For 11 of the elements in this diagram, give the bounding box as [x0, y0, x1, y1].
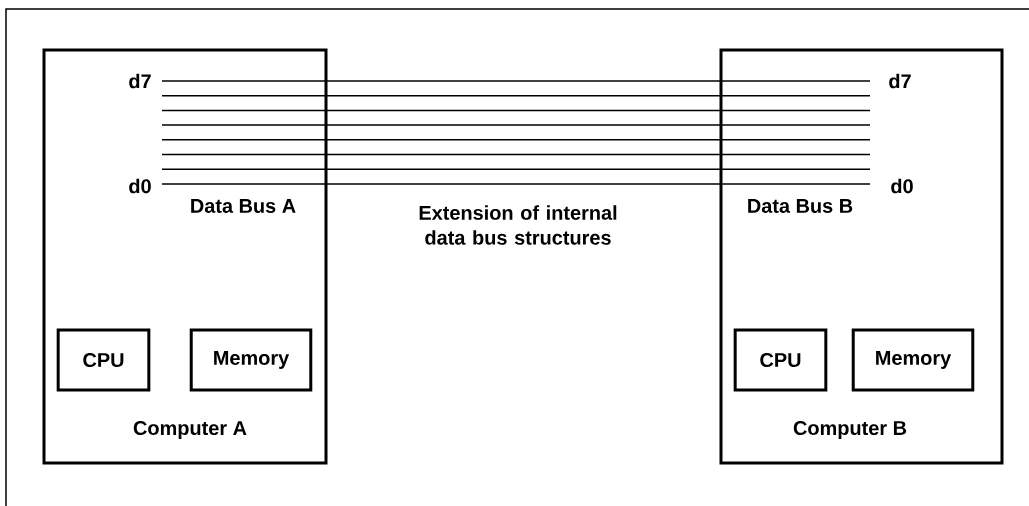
memory-box: Memory: [189, 328, 313, 392]
signal-name: d7: [889, 73, 911, 89]
bus-label: Data Bus A: [191, 199, 296, 213]
bus-label: Data Bus B: [748, 199, 853, 213]
cpu-box: CPU: [56, 328, 151, 392]
memory-box: Memory: [851, 328, 975, 392]
signal-name: d0: [129, 178, 151, 194]
cpu-box: CPU: [733, 328, 828, 392]
signal-name: d0: [891, 178, 913, 194]
note: Extension of internal data bus structures: [419, 205, 617, 245]
signal-name: d7: [129, 73, 151, 89]
